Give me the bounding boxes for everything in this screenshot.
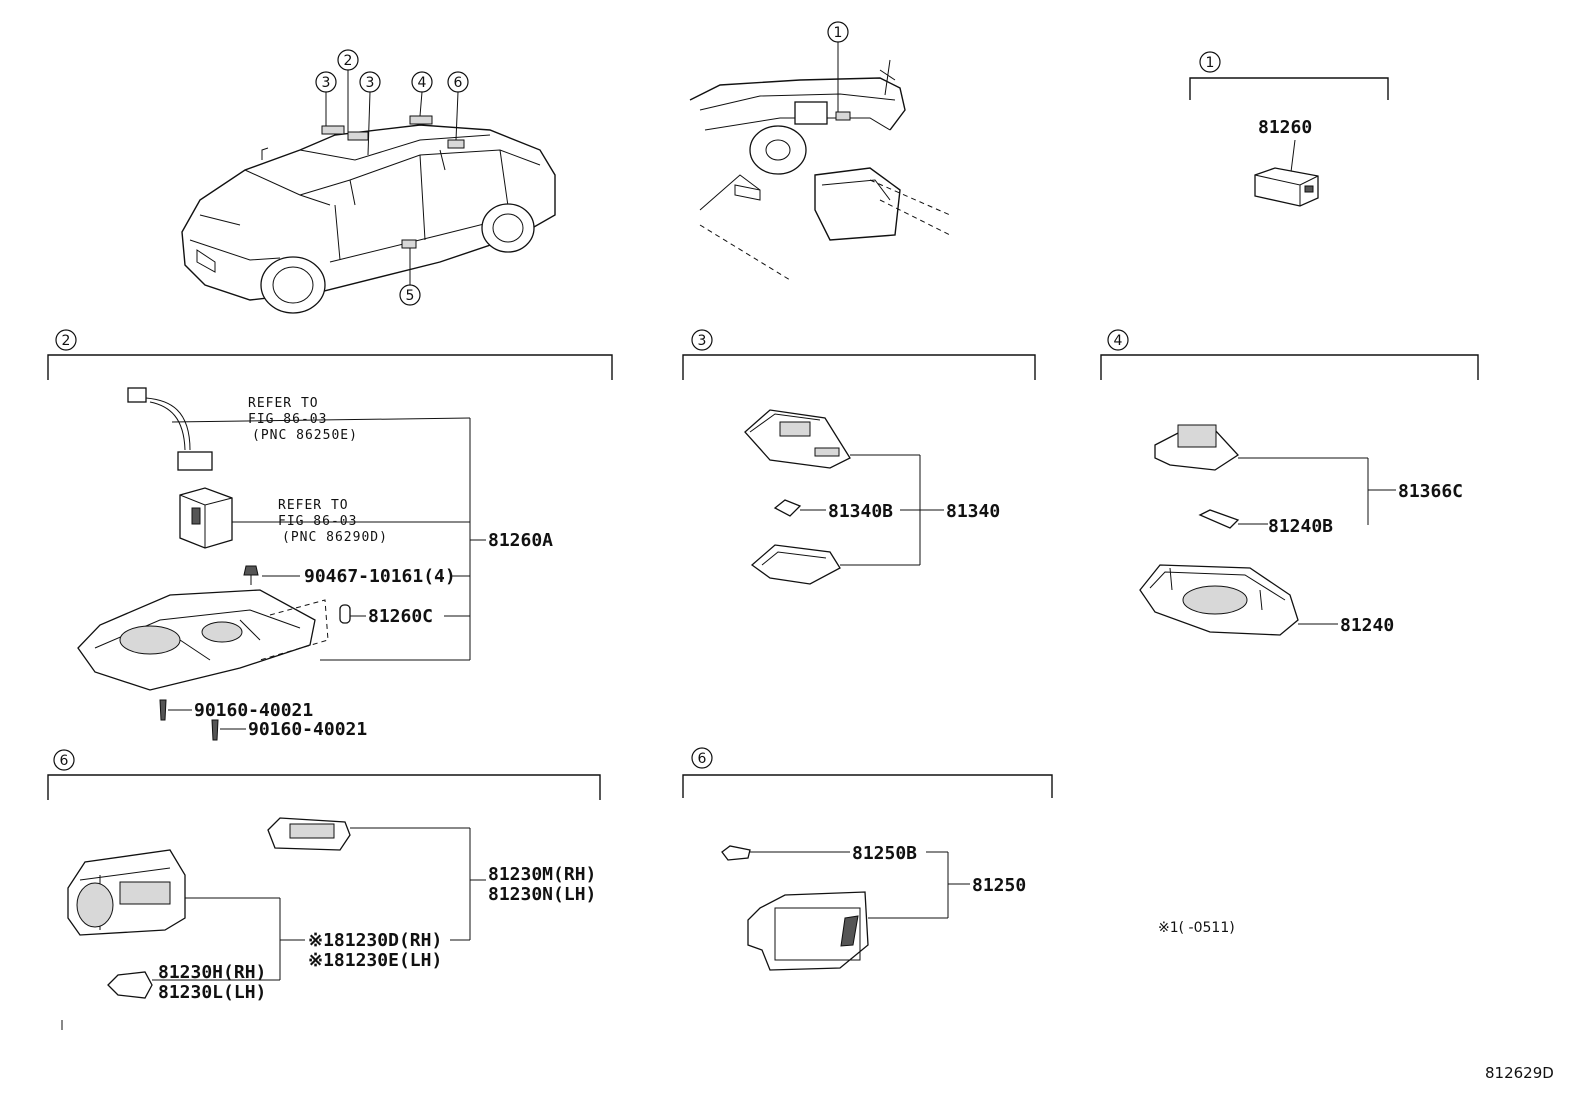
svg-text:90160-40021: 90160-40021 <box>194 700 313 721</box>
svg-text:3: 3 <box>366 75 375 91</box>
figure-id: 812629D <box>1485 1064 1554 1082</box>
svg-text:1: 1 <box>834 25 843 41</box>
svg-text:81250B: 81250B <box>852 843 917 864</box>
section-1: 1 81260 <box>1189 51 1389 207</box>
svg-text:81240B: 81240B <box>1268 516 1333 537</box>
part-81260: 81260 <box>1258 117 1312 138</box>
svg-text:REFER TO: REFER TO <box>278 498 349 513</box>
svg-text:81340B: 81340B <box>828 501 893 522</box>
dashboard-illustration <box>689 42 951 281</box>
svg-text:※181230D(RH): ※181230D(RH) <box>308 930 442 951</box>
svg-text:4: 4 <box>418 75 427 91</box>
callout-dash-1: 1 <box>827 21 849 43</box>
svg-text:(PNC 86250E): (PNC 86250E) <box>252 428 358 443</box>
section-3: 3 81340B 81340 <box>682 329 1036 585</box>
svg-text:2: 2 <box>62 333 71 349</box>
callout-car-4: 4 <box>411 71 433 93</box>
part-81250: 81250 <box>972 875 1026 896</box>
part-81240: 81240 <box>1340 615 1394 636</box>
section-6-left: 6 ※181230D(RH) ※181230E(LH) 81230M(RH) 8… <box>47 749 601 1030</box>
part-81366C: 81366C <box>1398 481 1463 502</box>
svg-text:6: 6 <box>698 751 707 767</box>
callout-car-5: 5 <box>399 284 421 306</box>
callout-car-3b: 3 <box>359 71 381 93</box>
svg-text:FIG 86-03: FIG 86-03 <box>248 412 327 427</box>
svg-text:90467-10161(4): 90467-10161(4) <box>304 566 456 587</box>
car-callout-leaders <box>325 70 459 285</box>
svg-text:6: 6 <box>454 75 463 91</box>
section-4: 4 81366C 81240B 81240 <box>1100 329 1479 636</box>
section-6-middle: 6 81250B 81250 <box>682 747 1053 971</box>
svg-text:(PNC 86290D): (PNC 86290D) <box>282 530 388 545</box>
part-81260A: 81260A <box>488 530 553 551</box>
svg-text:81230L(LH): 81230L(LH) <box>158 982 266 1003</box>
svg-text:1: 1 <box>1206 55 1215 71</box>
callout-car-2: 2 <box>337 49 359 71</box>
car-illustration <box>181 115 556 314</box>
svg-text:2: 2 <box>344 53 353 69</box>
part-81340: 81340 <box>946 501 1000 522</box>
svg-text:3: 3 <box>322 75 331 91</box>
svg-text:90160-40021: 90160-40021 <box>248 719 367 740</box>
svg-text:5: 5 <box>406 288 415 304</box>
svg-text:※181230E(LH): ※181230E(LH) <box>308 950 442 971</box>
callout-car-3a: 3 <box>315 71 337 93</box>
svg-text:81230M(RH): 81230M(RH) <box>488 864 596 885</box>
svg-text:3: 3 <box>698 333 707 349</box>
svg-text:81230N(LH): 81230N(LH) <box>488 884 596 905</box>
section-2: 2 REFER TO FIG 86-03 (PNC 86250E) REFER … <box>47 329 613 741</box>
svg-text:FIG 86-03: FIG 86-03 <box>278 514 357 529</box>
svg-text:81230H(RH): 81230H(RH) <box>158 962 266 983</box>
svg-text:6: 6 <box>60 753 69 769</box>
callout-car-6: 6 <box>447 71 469 93</box>
svg-text:81260C: 81260C <box>368 606 433 627</box>
footnote: ※1( -0511) <box>1158 920 1235 936</box>
svg-text:4: 4 <box>1114 333 1123 349</box>
svg-text:REFER TO: REFER TO <box>248 396 319 411</box>
